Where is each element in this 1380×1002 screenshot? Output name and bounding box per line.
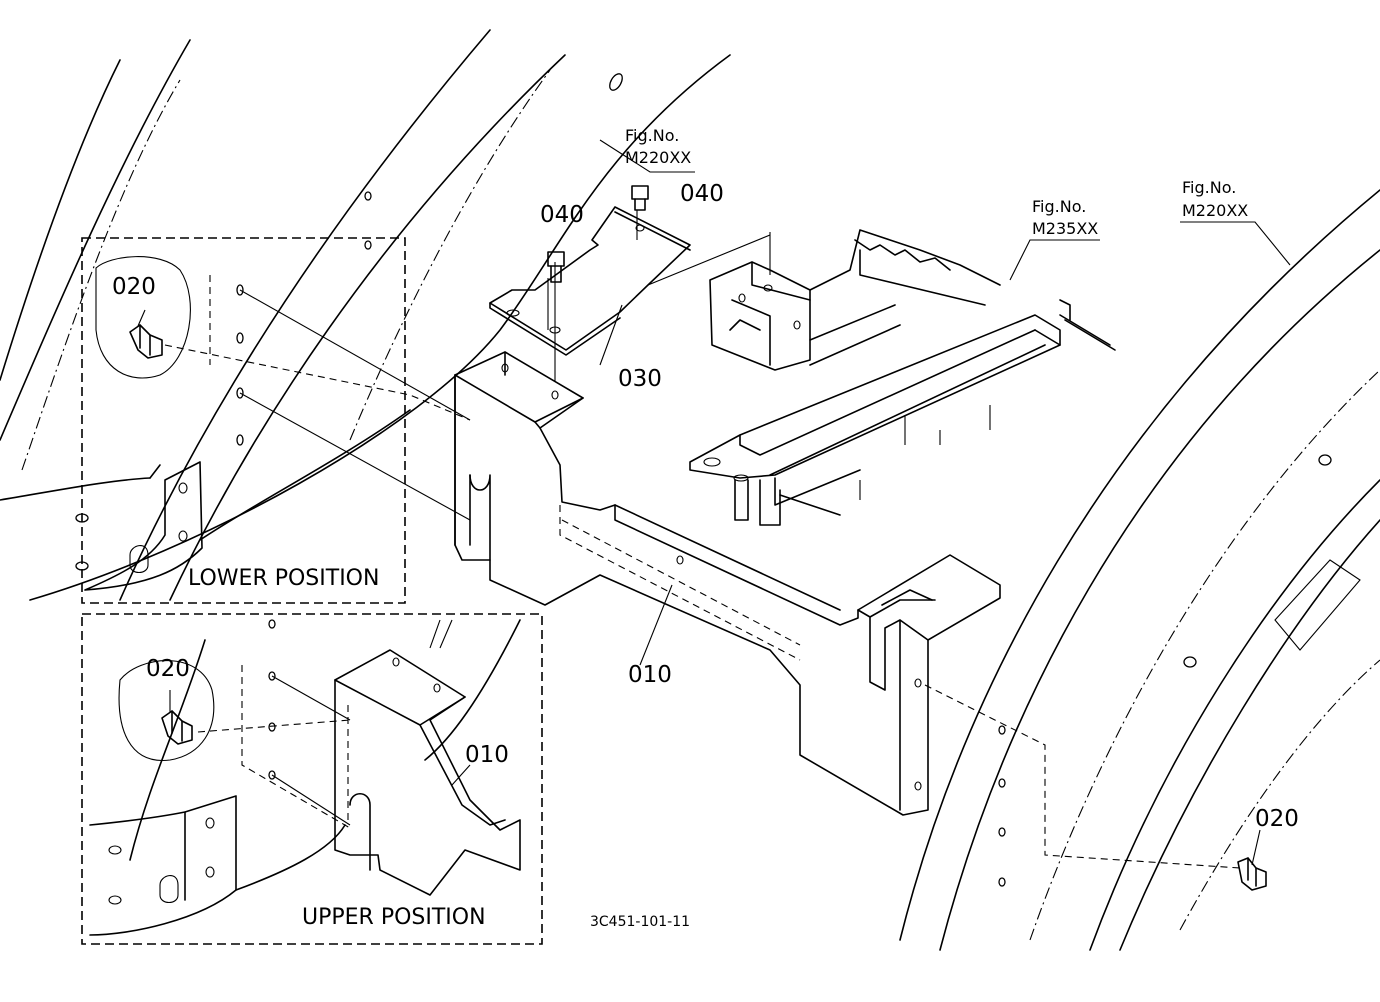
callout-040-left: 040 — [540, 202, 584, 228]
callout-labels: 040 040 030 010 010 020 020 020 — [112, 181, 1299, 832]
fig-ref-right-label: Fig.No. — [1182, 178, 1236, 197]
drawing-number: 3C451-101-11 — [590, 914, 690, 930]
callout-020-right: 020 — [1255, 806, 1299, 832]
bolt-040-top — [631, 185, 649, 211]
lower-position-inset — [0, 237, 471, 604]
upper-position-inset — [81, 613, 543, 945]
bolt-040-left — [547, 251, 565, 283]
left-fender-lines — [0, 29, 731, 601]
fig-ref-right-code: M220XX — [1182, 201, 1248, 220]
callout-010-inset: 010 — [465, 742, 509, 768]
fig-ref-top-code: M220XX — [625, 148, 691, 167]
assembly-line-right — [924, 684, 1241, 869]
fig-ref-middle-label: Fig.No. — [1032, 197, 1086, 216]
figure-references: Fig.No. M220XX Fig.No. M235XX Fig.No. M2… — [625, 126, 1248, 238]
bracket-010 — [454, 351, 1001, 816]
frame-assembly — [689, 229, 1116, 526]
fig-ref-top-label: Fig.No. — [625, 126, 679, 145]
callout-010-main: 010 — [628, 662, 672, 688]
bolt-020-right — [1237, 857, 1267, 891]
callout-020-upper: 020 — [146, 656, 190, 682]
upper-position-label: UPPER POSITION — [302, 905, 486, 930]
callout-030: 030 — [618, 366, 662, 392]
right-fender-lines — [899, 189, 1380, 951]
lower-position-label: LOWER POSITION — [188, 566, 379, 591]
fig-ref-middle-code: M235XX — [1032, 219, 1098, 238]
leader-lines — [599, 139, 1291, 866]
callout-020-lower: 020 — [112, 274, 156, 300]
callout-040-top: 040 — [680, 181, 724, 207]
plate-030 — [489, 206, 771, 382]
